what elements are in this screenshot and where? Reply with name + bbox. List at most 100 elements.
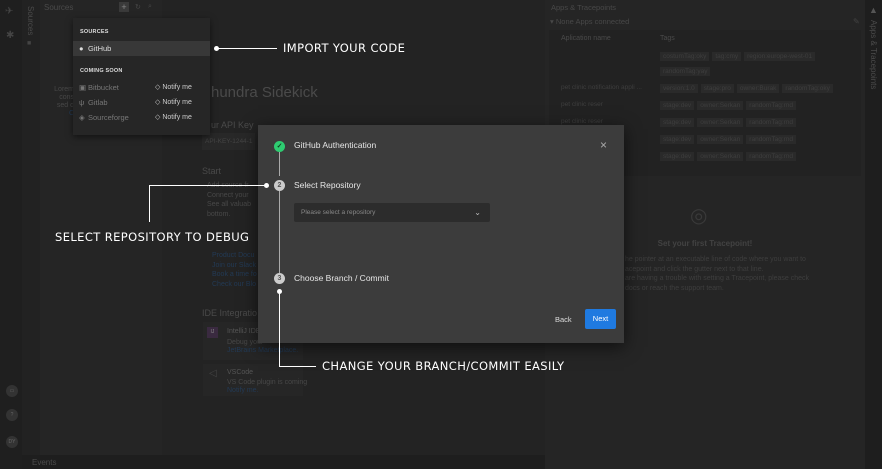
coming-soon-heading: COMING SOON bbox=[80, 68, 123, 74]
tag-badge: owner:Serkan bbox=[697, 118, 744, 127]
annotation-line bbox=[216, 48, 277, 49]
empty-text: he pointer at an executable line of code… bbox=[625, 256, 806, 263]
annotation-import: IMPORT YOUR CODE bbox=[283, 41, 406, 55]
table-row[interactable]: randomTag:yay bbox=[561, 67, 861, 76]
tag-badge: randomTag:rnd bbox=[746, 118, 797, 127]
intellij-icon: IJ bbox=[207, 327, 218, 338]
chevron-down-icon: ⌄ bbox=[474, 208, 481, 217]
tag-badge: stage:dev bbox=[660, 135, 695, 144]
table-row[interactable]: pet clinic notification appli ...version… bbox=[561, 84, 861, 93]
user-avatar[interactable]: DY bbox=[6, 436, 18, 448]
notify-me-button[interactable]: ◇ Notify me bbox=[155, 84, 192, 91]
annotation-line bbox=[149, 185, 150, 222]
next-button[interactable]: Next bbox=[585, 309, 616, 329]
search-icon[interactable]: ⌕ bbox=[148, 3, 152, 10]
menu-item-label: Gitlab bbox=[88, 98, 108, 107]
apps-connected-toggle[interactable]: ▾ None Apps connected bbox=[550, 17, 629, 26]
bitbucket-icon: ▣ bbox=[79, 83, 87, 92]
notify-label: Notify me bbox=[162, 99, 192, 106]
tag-badge: stage:dev bbox=[660, 152, 695, 161]
intellij-desc: Debug your bbox=[227, 339, 264, 346]
repository-select[interactable]: Please select a repository ⌄ bbox=[294, 203, 490, 222]
tag-badge: owner:Serkan bbox=[697, 152, 744, 161]
sources-tab[interactable]: Sources ■ bbox=[22, 0, 40, 469]
vscode-name: VSCode bbox=[227, 369, 254, 376]
tag-badge: owner:Serkan bbox=[697, 135, 744, 144]
edit-icon[interactable]: ✎ bbox=[853, 17, 860, 26]
apps-tracepoints-tab[interactable]: ▲ Apps & Tracepoints bbox=[865, 0, 882, 469]
empty-text: acepoint and click the gutter next to th… bbox=[625, 265, 764, 273]
close-icon[interactable]: × bbox=[600, 138, 608, 152]
resource-link[interactable]: Product Docu bbox=[212, 252, 255, 259]
notify-label: Notify me bbox=[162, 114, 192, 121]
menu-item-label: GitHub bbox=[88, 44, 112, 53]
events-label: Events bbox=[32, 458, 57, 467]
vscode-notify-link[interactable]: Notify me. bbox=[227, 387, 259, 394]
github-icon: ● bbox=[79, 44, 84, 53]
vscode-desc: VS Code plugin is coming bbox=[227, 379, 308, 386]
start-heading: Start bbox=[202, 166, 222, 176]
jetbrains-link[interactable]: JetBrains Marketplace. bbox=[227, 347, 299, 354]
step-number: 3 bbox=[274, 273, 285, 284]
chat-icon[interactable]: ▭ bbox=[6, 385, 18, 397]
step-label-branch: Choose Branch / Commit bbox=[294, 273, 389, 283]
menu-item-label: Sourceforge bbox=[88, 113, 129, 122]
start-item: Connect your bbox=[207, 191, 249, 199]
tag-list: randomTag:yay bbox=[660, 67, 861, 76]
notify-me-button[interactable]: ◇ Notify me bbox=[155, 114, 192, 121]
logo-icon: ✈ bbox=[5, 6, 14, 17]
annotation-line bbox=[279, 291, 280, 366]
tracepoint-icon: ◎ bbox=[690, 205, 708, 227]
menu-item-github[interactable]: ● GitHub bbox=[73, 41, 210, 56]
thundra-icon: ▲ bbox=[869, 5, 878, 15]
back-button[interactable]: Back bbox=[555, 315, 572, 324]
annotation-line bbox=[279, 366, 316, 367]
lorem-link[interactable]: C bbox=[68, 110, 74, 117]
tag-badge: owner:Serkan bbox=[697, 101, 744, 110]
debug-icon[interactable]: ✱ bbox=[6, 30, 15, 41]
help-icon[interactable]: ? bbox=[6, 409, 18, 421]
lorem-text: sed d bbox=[56, 102, 74, 109]
ide-heading: IDE Integratio bbox=[202, 308, 258, 318]
refresh-icon[interactable]: ↻ bbox=[135, 4, 141, 11]
lorem-text: cons bbox=[59, 94, 74, 101]
empty-title: Set your first Tracepoint! bbox=[657, 239, 753, 248]
intellij-name: IntelliJ IDE bbox=[227, 328, 261, 335]
tag-badge: tag:cmy bbox=[712, 52, 742, 61]
tag-badge: randomTag:oky bbox=[782, 84, 833, 93]
resource-link[interactable]: Book a time fo bbox=[212, 271, 257, 279]
repository-placeholder: Please select a repository bbox=[301, 209, 376, 216]
add-source-menu: SOURCES ●GitHub COMING SOON ▣Bitbucket◇ … bbox=[73, 18, 210, 135]
start-item: See all valuab bbox=[207, 201, 251, 208]
tag-badge: stage:dev bbox=[660, 101, 695, 110]
step-done-check-icon: ✓ bbox=[274, 141, 285, 152]
resource-link[interactable]: Join our Slack bbox=[212, 261, 256, 269]
api-key-value[interactable]: API-KEY-1244-1 bbox=[202, 133, 256, 150]
annotation-select: SELECT REPOSITORY TO DEBUG bbox=[55, 230, 250, 244]
step-label-github-auth: GitHub Authentication bbox=[294, 140, 377, 150]
apps-tab-label: Apps & Tracepoints bbox=[869, 20, 878, 90]
events-bar[interactable]: Events bbox=[22, 455, 545, 469]
col-header-tags: Tags bbox=[660, 35, 675, 42]
menu-item-bitbucket: ▣Bitbucket◇ Notify me bbox=[73, 80, 210, 95]
resource-link[interactable]: Check our Blo bbox=[212, 281, 256, 289]
empty-text: docs or reach the support team. bbox=[625, 285, 724, 293]
tag-badge: randomTag:rnd bbox=[746, 101, 797, 110]
vscode-card: ◁ VSCode VS Code plugin is coming Notify… bbox=[203, 364, 307, 396]
gitlab-icon: ψ bbox=[79, 98, 85, 107]
annotation-dot bbox=[214, 46, 219, 51]
add-source-button[interactable]: + bbox=[119, 2, 129, 12]
step-connector bbox=[279, 152, 280, 176]
notify-me-button[interactable]: ◇ Notify me bbox=[155, 99, 192, 106]
activity-bar: ✈ ✱ ▭ ? DY bbox=[0, 0, 22, 469]
col-header-name: Aplication name bbox=[561, 35, 611, 42]
annotation-dot bbox=[277, 289, 282, 294]
